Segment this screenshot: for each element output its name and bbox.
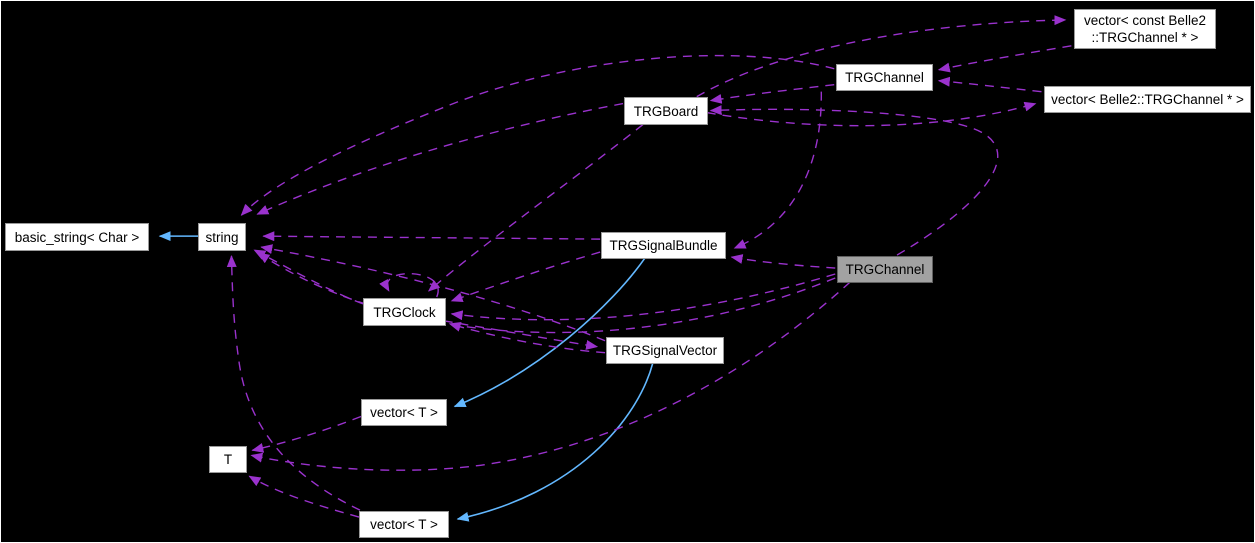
edge-trgsignalbundle-to-string: [262, 231, 601, 242]
edge-trgboard-to-trgclock: [427, 123, 644, 292]
edge-trgsignalvector-to-trgclock: [448, 322, 606, 354]
edge-trgchannel-current-to-trgboard: [709, 105, 999, 256]
edge-trgchannel-top-to-trgboard: [709, 83, 835, 104]
edge-vector-const-belle2-to-trgchannel-top: [937, 45, 1072, 73]
edge-trgclock-to-string: [253, 249, 364, 305]
edge-trgsignalbundle-to-vector-t-mid: [453, 257, 646, 408]
class-node-trgclock[interactable]: TRGClock: [363, 298, 446, 326]
class-node-trgsignalvector[interactable]: TRGSignalVector: [606, 337, 724, 364]
edge-vector-t-bottom-to-string: [226, 255, 361, 511]
edge-vector-t-bottom-to-t: [248, 475, 360, 518]
edge-trgchannel-current-to-string: [257, 252, 836, 334]
edge-trgboard-to-vector-const-belle2: [696, 15, 1067, 98]
edge-trgboard-to-vector-belle2: [706, 101, 1037, 127]
class-node-vector-belle2-trgchannel-ptr[interactable]: vector< Belle2::TRGChannel * >: [1044, 86, 1251, 113]
class-node-trgchannel-top[interactable]: TRGChannel: [836, 64, 933, 91]
edge-trgclock-self-loop: [379, 273, 439, 298]
class-node-vector-const-belle2-trgchannel-ptr[interactable]: vector< const Belle2 ::TRGChannel * >: [1074, 9, 1216, 49]
edge-trgsignalbundle-to-trgclock: [450, 251, 601, 302]
edge-trgchannel-current-to-trgclock: [450, 273, 836, 321]
edge-trgsignalvector-to-string: [260, 244, 606, 342]
edge-trgchannel-current-to-t: [250, 281, 851, 471]
edge-trgclock-to-trgsignalvector: [443, 320, 599, 350]
class-node-basic-string-char[interactable]: basic_string< Char >: [5, 223, 149, 251]
class-node-trgboard[interactable]: TRGBoard: [624, 97, 708, 125]
edge-trgchannel-current-to-trgsignalbundle: [730, 254, 836, 269]
edge-trgchannel-top-to-trgsignalbundle: [733, 91, 822, 249]
edge-trgchannel-top-to-string: [240, 54, 835, 216]
class-node-trgsignalbundle[interactable]: TRGSignalBundle: [601, 232, 726, 259]
class-node-trgchannel-current[interactable]: TRGChannel: [837, 256, 933, 283]
edge-vector-t-mid-to-t: [251, 415, 362, 453]
class-node-string[interactable]: string: [198, 223, 246, 251]
class-node-t[interactable]: T: [209, 446, 247, 473]
class-node-vector-t-bottom[interactable]: vector< T >: [359, 511, 449, 538]
edge-trgsignalvector-to-vector-t-bottom: [456, 362, 654, 522]
edge-trgboard-to-string: [256, 102, 624, 215]
edge-vector-belle2-to-trgchannel-top: [937, 76, 1042, 93]
class-node-vector-t-mid[interactable]: vector< T >: [361, 399, 447, 426]
